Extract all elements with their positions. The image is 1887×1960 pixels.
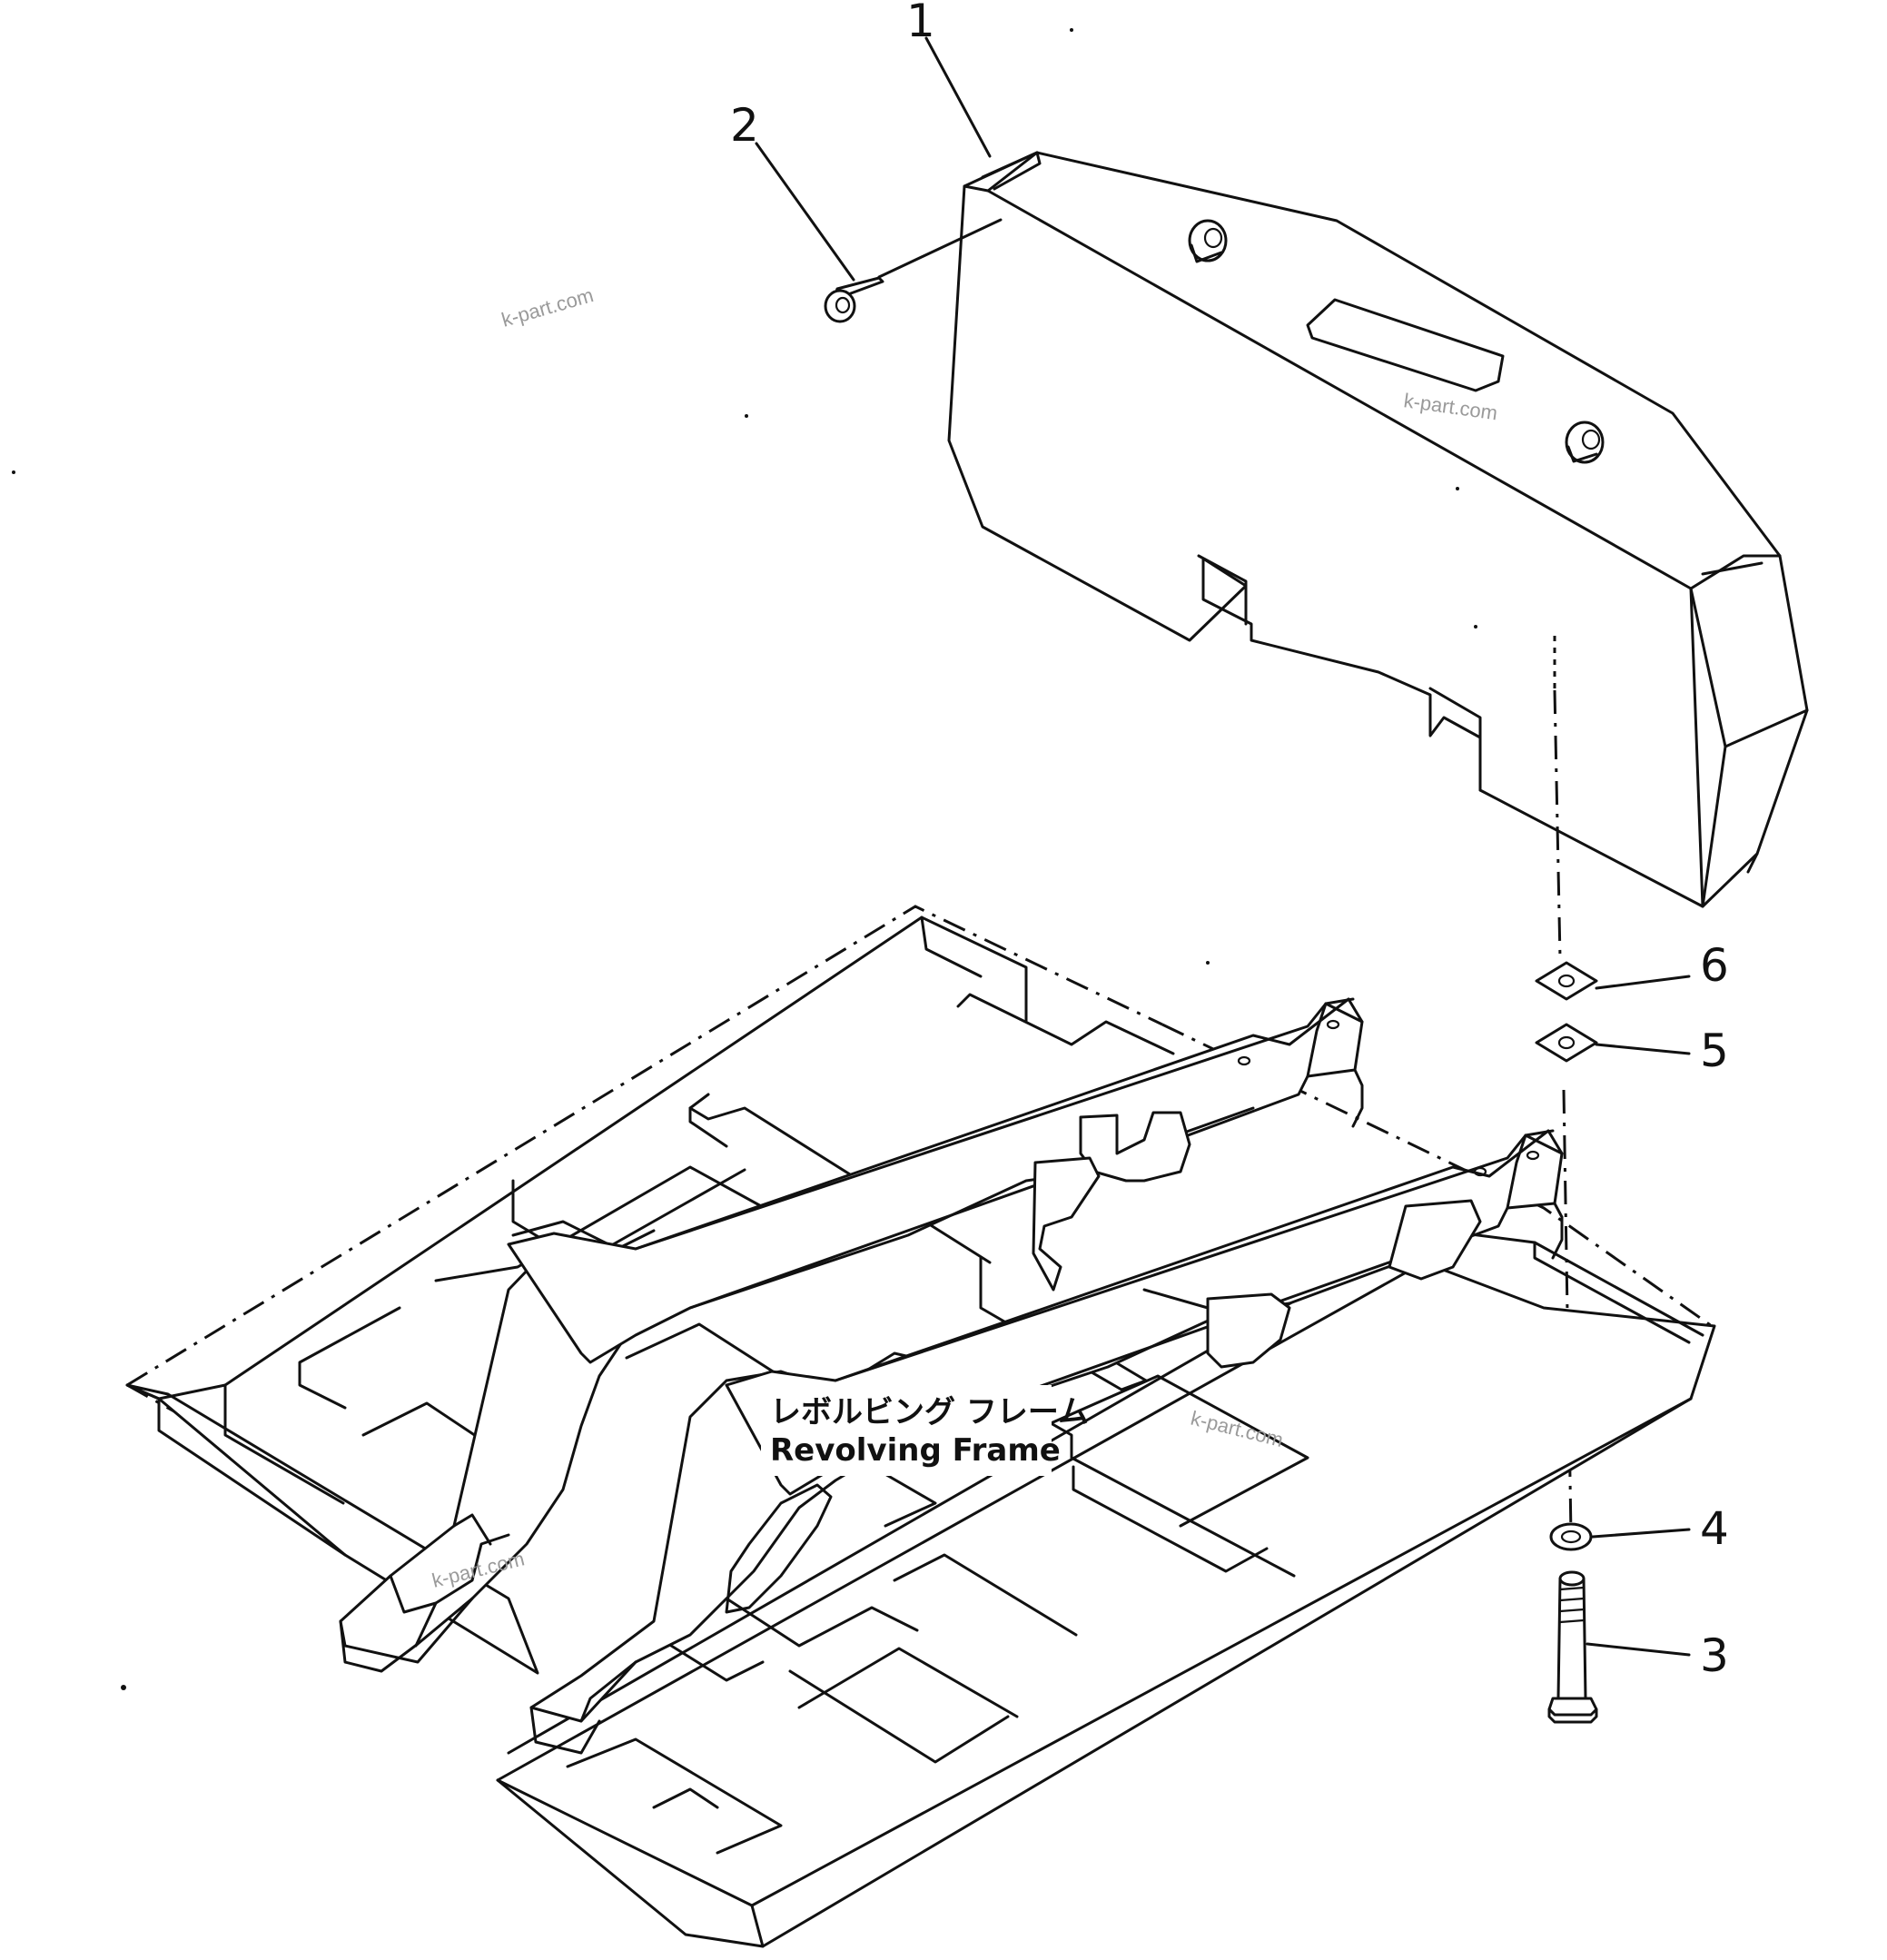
- callout-1-leader: [924, 36, 992, 158]
- callout-5: 5: [1700, 1025, 1729, 1077]
- bolt-icon[interactable]: [1547, 1570, 1598, 1724]
- washer-icon[interactable]: [1549, 1522, 1593, 1551]
- speck: [745, 414, 748, 418]
- callout-3: 3: [1700, 1629, 1729, 1682]
- revolving-frame-label: レボルビング フレーム Revolving Frame: [761, 1385, 1089, 1476]
- callout-5-leader: [1595, 1043, 1691, 1055]
- counterweight-icon[interactable]: [947, 151, 1809, 908]
- shim-5-icon[interactable]: [1535, 1023, 1598, 1063]
- callout-2-leader: [755, 142, 855, 282]
- speck: [1456, 487, 1459, 490]
- speck: [12, 470, 15, 474]
- screw-icon[interactable]: [824, 276, 884, 323]
- screw-leader-line: [877, 218, 1003, 279]
- callout-6-leader: [1595, 975, 1691, 990]
- shim-6-icon[interactable]: [1535, 961, 1598, 1001]
- callout-3-leader: [1586, 1642, 1691, 1657]
- callout-6: 6: [1700, 939, 1729, 992]
- frame-label-japanese: レボルビング フレーム: [770, 1394, 1089, 1430]
- speck: [1474, 625, 1477, 629]
- callout-4-leader: [1591, 1528, 1691, 1539]
- frame-label-english: Revolving Frame: [770, 1432, 1061, 1469]
- speck: [1070, 28, 1073, 32]
- speck: [1206, 961, 1210, 965]
- callout-1: 1: [906, 0, 935, 47]
- callout-2: 2: [730, 99, 759, 152]
- callout-4: 4: [1700, 1502, 1729, 1555]
- watermark: k-part.com: [499, 283, 596, 332]
- speck: [121, 1685, 126, 1690]
